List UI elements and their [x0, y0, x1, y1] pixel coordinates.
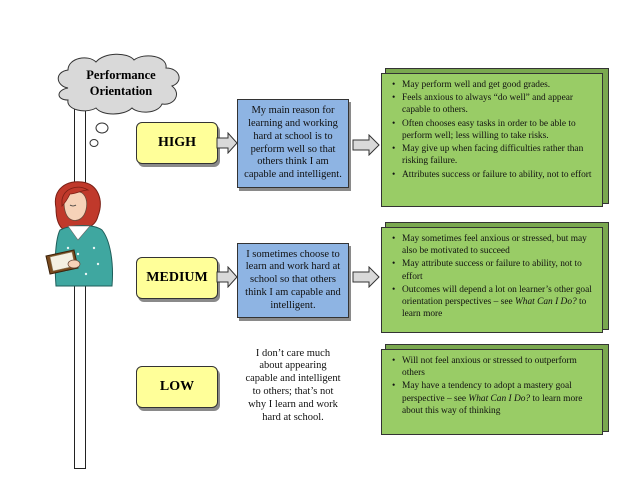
level-low-label: LOW — [159, 379, 195, 394]
outcomes-high-list: May perform well and get good grades. Fe… — [390, 79, 596, 181]
right-arrow-icon — [352, 134, 380, 156]
outcome-low-item: Will not feel anxious or stressed to out… — [392, 355, 596, 379]
outcomes-medium-panel: May sometimes feel anxious or stressed, … — [381, 222, 611, 334]
statement-medium-box: I sometimes choose to learn and work har… — [237, 243, 349, 318]
outcomes-low-panel: Will not feel anxious or stressed to out… — [381, 344, 611, 436]
level-high-label: HIGH — [157, 135, 197, 150]
thought-cloud-icon — [57, 53, 180, 147]
statement-low-text: I don’t care much about appearing capabl… — [245, 347, 341, 423]
right-arrow-icon — [216, 266, 238, 288]
cloud-title: Performance Orientation — [62, 67, 180, 100]
outcome-low-item: May have a tendency to adopt a mastery g… — [392, 380, 596, 417]
outcome-high-item: Often chooses easy tasks in order to be … — [392, 118, 596, 142]
level-medium-label: MEDIUM — [146, 270, 208, 285]
outcome-medium-item: Outcomes will depend a lot on learner’s … — [392, 284, 596, 321]
reading-woman-illustration — [45, 181, 113, 287]
outcomes-medium-list: May sometimes feel anxious or stressed, … — [390, 233, 596, 321]
outcomes-high-panel: May perform well and get good grades. Fe… — [381, 68, 611, 208]
statement-high-text: My main reason for learning and working … — [244, 105, 342, 181]
right-arrow-icon — [216, 132, 238, 154]
statement-low-box: I don’t care much about appearing capabl… — [237, 344, 349, 428]
outcome-medium-item: May attribute success or failure to abil… — [392, 258, 596, 282]
cloud-title-line2: Orientation — [89, 84, 153, 99]
outcome-medium-item: May sometimes feel anxious or stressed, … — [392, 233, 596, 257]
level-low-box: LOW — [136, 366, 218, 408]
outcome-high-item: May give up when facing difficulties rat… — [392, 143, 596, 167]
outcome-high-item: May perform well and get good grades. — [392, 79, 596, 91]
level-high-box: HIGH — [136, 122, 218, 164]
outcome-high-item: Attributes success or failure to ability… — [392, 169, 596, 181]
statement-high-box: My main reason for learning and working … — [237, 99, 349, 188]
level-medium-box: MEDIUM — [136, 257, 218, 299]
cloud-title-line1: Performance — [86, 68, 156, 82]
outcome-high-item: Feels anxious to always “do well” and ap… — [392, 92, 596, 116]
right-arrow-icon — [352, 266, 380, 288]
outcomes-low-list: Will not feel anxious or stressed to out… — [390, 355, 596, 417]
statement-medium-text: I sometimes choose to learn and work har… — [245, 248, 341, 311]
